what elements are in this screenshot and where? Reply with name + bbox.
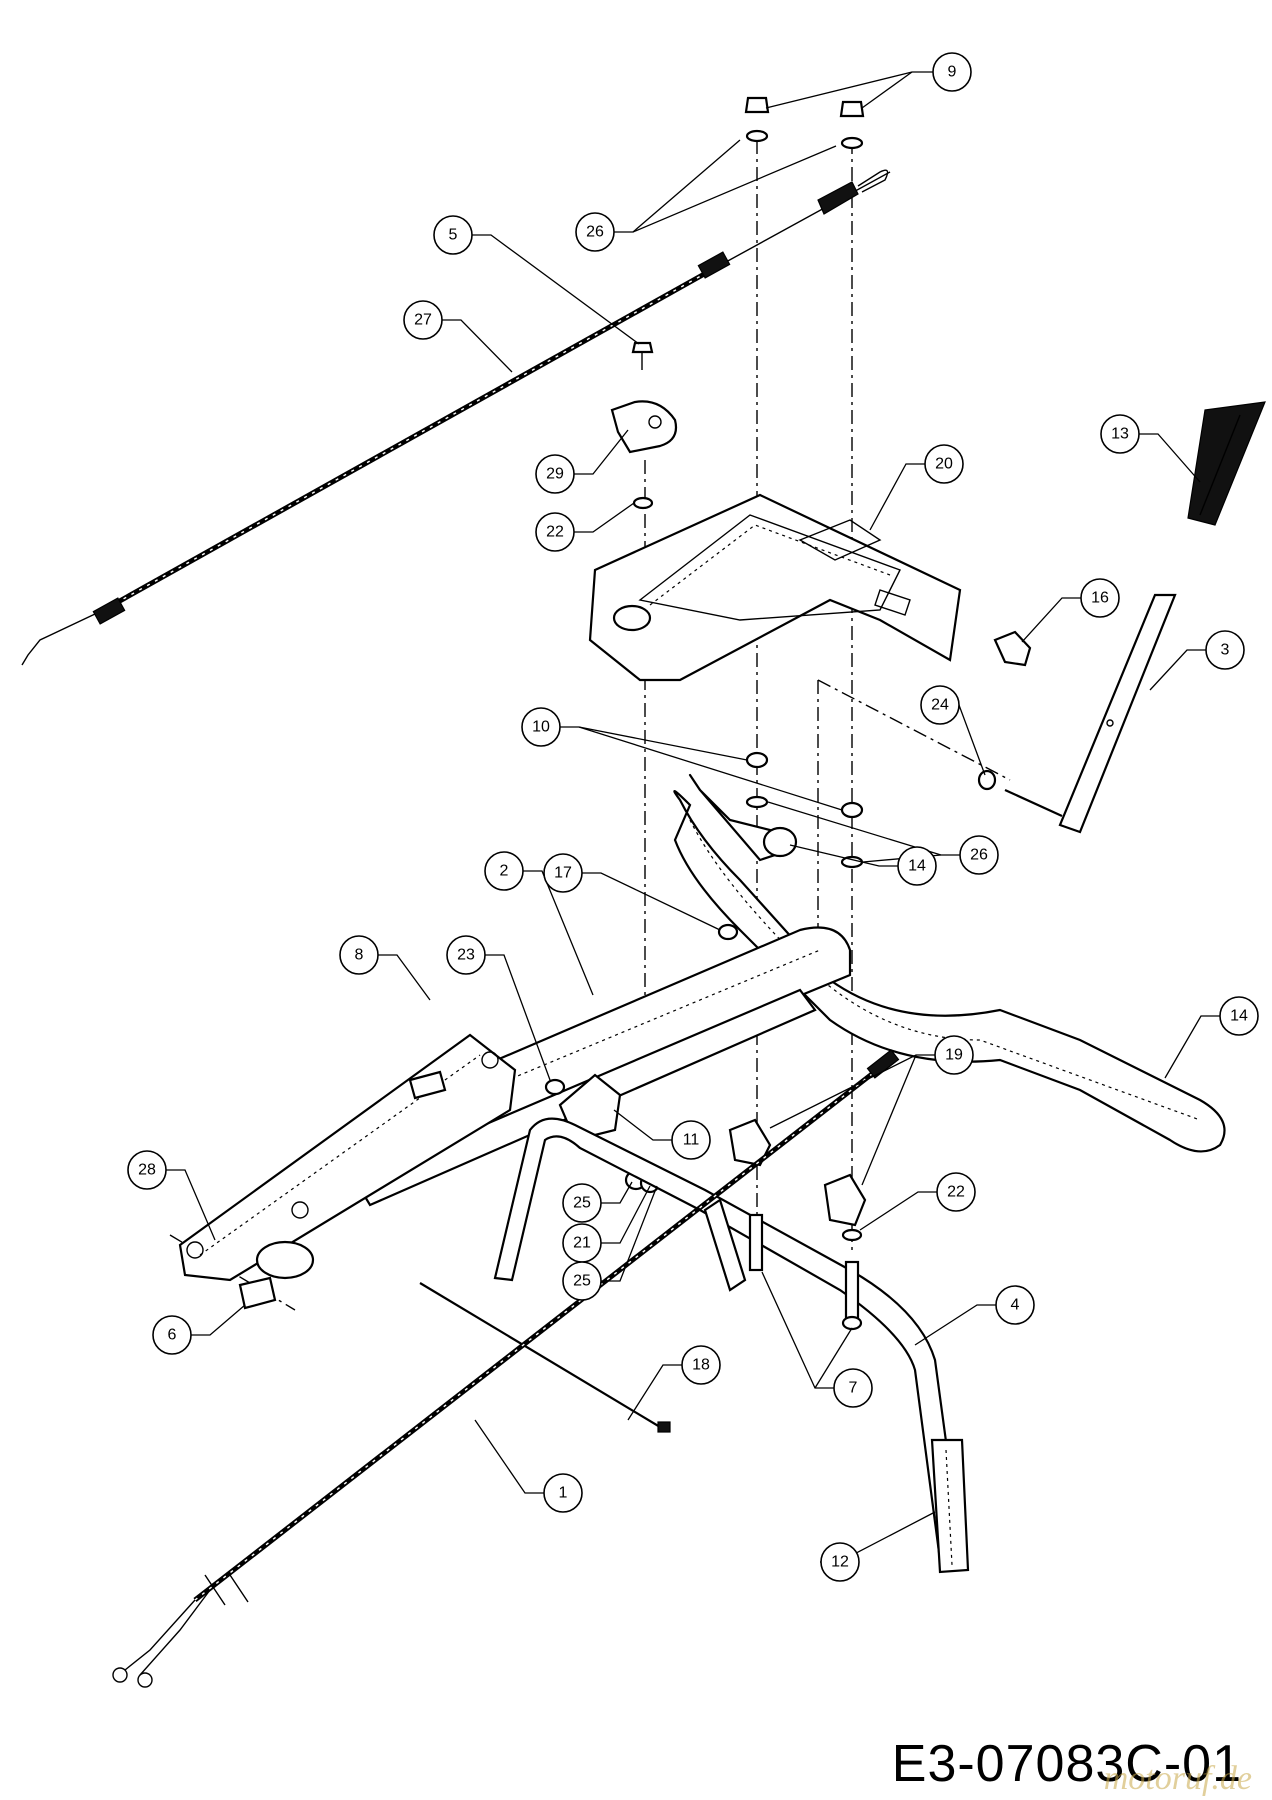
callout-16: 16 <box>1080 578 1120 618</box>
callout-10: 10 <box>521 707 561 747</box>
svg-text:11: 11 <box>683 1132 700 1149</box>
svg-text:1: 1 <box>559 1485 568 1502</box>
callout-6: 6 <box>152 1315 192 1355</box>
svg-text:8: 8 <box>355 947 364 964</box>
callout-19: 19 <box>934 1035 974 1075</box>
callout-9: 9 <box>932 52 972 92</box>
callout-27: 27 <box>403 300 443 340</box>
leader-lines <box>166 71 1220 1563</box>
callout-2: 2 <box>484 851 524 891</box>
callout-7: 7 <box>833 1368 873 1408</box>
clip-16 <box>993 630 1032 667</box>
grip-13 <box>1187 401 1266 526</box>
bracket-28 <box>178 1033 517 1282</box>
callout-18: 18 <box>681 1345 721 1385</box>
washer-17 <box>717 923 739 941</box>
svg-text:13: 13 <box>1111 426 1129 443</box>
callout-1: 1 <box>543 1473 583 1513</box>
svg-text:7: 7 <box>849 1380 858 1397</box>
svg-text:25: 25 <box>573 1273 591 1290</box>
callout-26-mid: 26 <box>959 835 999 875</box>
cable-27 <box>21 169 891 666</box>
callout-14-upper: 14 <box>897 846 937 886</box>
bracket-29 <box>610 400 678 454</box>
callout-23: 23 <box>446 935 486 975</box>
callouts: 9 26 5 27 29 22 20 13 16 3 24 10 26 14 1… <box>127 52 1259 1582</box>
callout-22-top: 22 <box>535 512 575 552</box>
callout-20: 20 <box>924 444 964 484</box>
svg-text:24: 24 <box>931 697 949 714</box>
grip-12 <box>930 1438 970 1574</box>
svg-text:5: 5 <box>449 227 458 244</box>
washer-24 <box>977 769 997 791</box>
callout-29: 29 <box>535 454 575 494</box>
svg-text:6: 6 <box>168 1327 177 1344</box>
svg-text:22: 22 <box>947 1184 965 1201</box>
svg-text:9: 9 <box>948 64 957 81</box>
callout-17: 17 <box>543 853 583 893</box>
watermark-logo: motoruf.de <box>1103 1760 1252 1797</box>
svg-text:10: 10 <box>532 719 550 736</box>
svg-text:28: 28 <box>138 1162 156 1179</box>
svg-text:17: 17 <box>554 865 572 882</box>
lever-3 <box>1004 593 1177 834</box>
mid-fasteners <box>745 751 864 869</box>
svg-text:29: 29 <box>546 466 564 483</box>
svg-text:21: 21 <box>573 1235 591 1252</box>
top-fasteners <box>744 96 865 150</box>
svg-text:23: 23 <box>457 947 475 964</box>
callout-13: 13 <box>1100 414 1140 454</box>
svg-text:14: 14 <box>1230 1008 1248 1025</box>
svg-text:16: 16 <box>1091 590 1109 607</box>
svg-text:14: 14 <box>908 858 926 875</box>
cable-tie-18 <box>419 1282 671 1433</box>
callout-26-top: 26 <box>575 212 615 252</box>
svg-text:4: 4 <box>1011 1297 1020 1314</box>
svg-text:12: 12 <box>831 1554 849 1571</box>
clamps-19 <box>728 1118 867 1227</box>
callout-25-lower: 25 <box>562 1261 602 1301</box>
svg-text:25: 25 <box>573 1195 591 1212</box>
svg-text:18: 18 <box>692 1357 710 1374</box>
callout-21: 21 <box>562 1223 602 1263</box>
svg-text:3: 3 <box>1221 642 1230 659</box>
svg-text:19: 19 <box>945 1047 963 1064</box>
callout-24: 24 <box>920 685 960 725</box>
callout-14-lower: 14 <box>1219 996 1259 1036</box>
washer-22-top <box>632 496 654 510</box>
drawing-code: E3-07083C-01 <box>891 1735 1242 1793</box>
callout-22-lower: 22 <box>936 1172 976 1212</box>
callout-3: 3 <box>1205 630 1245 670</box>
screw-5 <box>631 341 654 370</box>
bolt-8 <box>408 1070 447 1100</box>
svg-text:27: 27 <box>414 312 432 329</box>
svg-text:20: 20 <box>935 456 953 473</box>
svg-text:26: 26 <box>586 224 604 241</box>
callout-8: 8 <box>339 935 379 975</box>
washer-23 <box>544 1078 566 1096</box>
callout-25-upper: 25 <box>562 1183 602 1223</box>
cable-1 <box>112 1049 900 1688</box>
svg-text:26: 26 <box>970 847 988 864</box>
callout-4: 4 <box>995 1285 1035 1325</box>
svg-text:22: 22 <box>546 524 564 541</box>
washer-22-lower <box>841 1228 863 1242</box>
nut-6 <box>238 1276 277 1310</box>
callout-5: 5 <box>433 215 473 255</box>
svg-text:2: 2 <box>500 863 509 880</box>
callout-12: 12 <box>820 1542 860 1582</box>
callout-28: 28 <box>127 1150 167 1190</box>
callout-11: 11 <box>671 1120 711 1160</box>
console-20 <box>588 493 962 682</box>
